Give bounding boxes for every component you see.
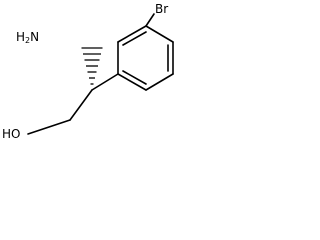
skeletal-structure (27, 13, 174, 135)
ring-to-chiral-bond (91, 73, 119, 91)
ring-bond (145, 73, 174, 91)
chiral-to-ch2-bond (69, 89, 93, 121)
amino-label: H2N (16, 30, 40, 45)
ring-bond (117, 73, 147, 91)
structure-canvas: Br H2N HO (0, 0, 175, 155)
ch2-to-oh-bond (27, 119, 71, 135)
hydroxyl-label: HO (2, 127, 21, 141)
hashed-wedge-bond (81, 47, 103, 85)
ring-double-bond (122, 31, 147, 46)
ring-bond (145, 25, 174, 43)
ring-double-bond (122, 70, 147, 85)
ring-bond (117, 25, 147, 43)
bromine-label: Br (155, 2, 169, 16)
c-br-bond (145, 13, 155, 27)
